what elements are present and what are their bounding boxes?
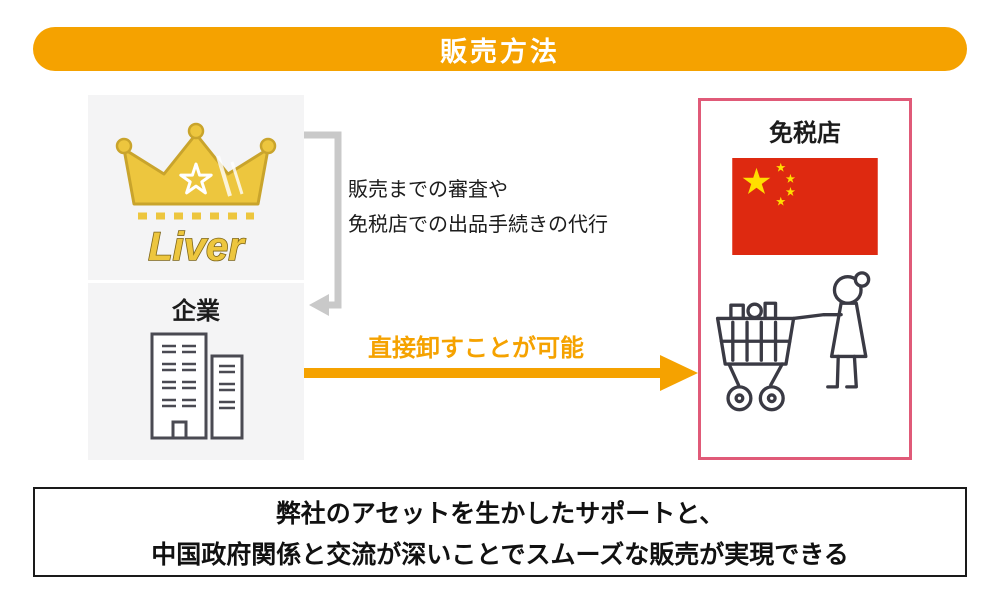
summary-note: 弊社のアセットを生かしたサポートと、 中国政府関係と交流が深いことでスムーズな販… bbox=[33, 487, 967, 577]
agency-note-line2: 免税店での出品手続きの代行 bbox=[348, 214, 608, 236]
direct-arrow-icon bbox=[304, 355, 698, 391]
china-flag-icon bbox=[732, 158, 878, 255]
liver-logo-text: Liver bbox=[148, 225, 246, 269]
direct-sale-label: 直接卸すことが可能 bbox=[368, 335, 584, 362]
bracket-arrow-icon bbox=[304, 131, 342, 316]
summary-line1: 弊社のアセットを生かしたサポートと、 bbox=[275, 499, 725, 528]
shopper-cart-icon bbox=[715, 271, 871, 412]
crown-liver-logo-icon: Liver bbox=[115, 122, 277, 269]
agency-note: 販売までの審査や 免税店での出品手続きの代行 bbox=[348, 173, 688, 243]
duty-free-panel: 免税店 bbox=[698, 98, 912, 460]
company-label: 企業 bbox=[172, 298, 220, 325]
building-icon bbox=[150, 332, 244, 440]
agency-note-line1: 販売までの審査や bbox=[348, 179, 508, 201]
duty-free-label: 免税店 bbox=[769, 120, 841, 147]
liver-panel: Liver bbox=[88, 95, 304, 280]
title-banner: 販売方法 bbox=[33, 27, 967, 71]
summary-line2: 中国政府関係と交流が深いことでスムーズな販売が実現できる bbox=[151, 540, 849, 569]
page-title: 販売方法 bbox=[440, 36, 560, 67]
company-panel: 企業 bbox=[88, 283, 304, 460]
